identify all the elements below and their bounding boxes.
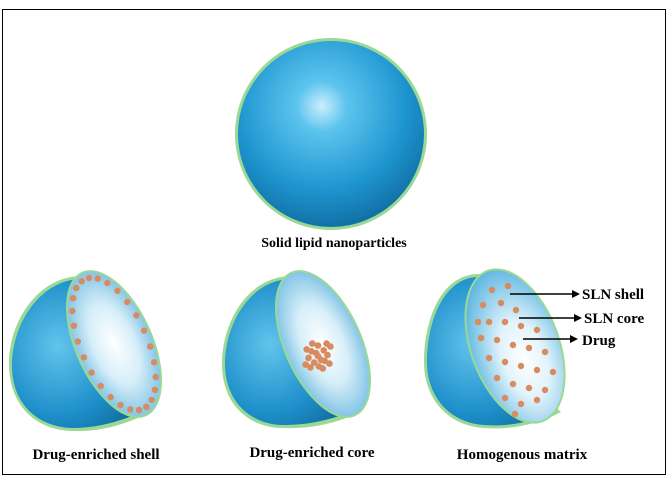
drug-enriched-core-model bbox=[222, 257, 389, 430]
drug-dot bbox=[107, 394, 113, 400]
drug-dot bbox=[88, 369, 94, 375]
sphere-body bbox=[238, 41, 424, 227]
drug-dot bbox=[534, 327, 540, 333]
drug-dot bbox=[127, 406, 133, 412]
drug-dot bbox=[324, 352, 331, 359]
drug-dot bbox=[86, 275, 92, 281]
drug-dot bbox=[95, 275, 101, 281]
drug-callout-arrowhead bbox=[570, 335, 578, 343]
drug-dot bbox=[526, 385, 532, 391]
drug-dot bbox=[505, 283, 511, 289]
homogenous-matrix-model bbox=[424, 256, 584, 436]
drug-dot bbox=[147, 343, 153, 349]
drug-dot bbox=[152, 387, 158, 393]
sln-sphere bbox=[235, 38, 427, 230]
drug-dot bbox=[81, 354, 87, 360]
drug-dot bbox=[480, 302, 486, 308]
drug-dot bbox=[494, 375, 500, 381]
drug-dot bbox=[323, 340, 330, 347]
drug-dot bbox=[498, 300, 504, 306]
core-model-label: Drug-enriched core bbox=[249, 445, 374, 461]
drug-dot bbox=[117, 402, 123, 408]
drug-dot bbox=[502, 395, 508, 401]
drug-dot bbox=[502, 359, 508, 365]
drug-dot bbox=[153, 374, 159, 380]
drug-dot bbox=[320, 365, 327, 372]
matrix-model-label: Homogenous matrix bbox=[457, 447, 588, 463]
drug-dot bbox=[136, 407, 142, 413]
drug-dot bbox=[315, 342, 322, 349]
drug-dot bbox=[534, 367, 540, 373]
drug-dot bbox=[326, 360, 333, 367]
drug-dot bbox=[478, 335, 484, 341]
drug-dot bbox=[510, 381, 516, 387]
drug-dot bbox=[313, 350, 320, 357]
drug-dot bbox=[303, 346, 310, 353]
drug-dot bbox=[318, 357, 325, 364]
drug-dot bbox=[98, 383, 104, 389]
drug-dot bbox=[475, 319, 481, 325]
drug-enriched-shell-model bbox=[9, 257, 180, 431]
drug-dot bbox=[512, 411, 518, 417]
callout-sln-shell: SLN shell bbox=[582, 287, 644, 303]
drug-dot bbox=[70, 295, 76, 301]
drug-dot bbox=[69, 308, 75, 314]
drug-dot bbox=[550, 369, 556, 375]
drug-dot bbox=[489, 287, 495, 293]
drug-dot bbox=[309, 340, 316, 347]
drug-dot bbox=[79, 278, 85, 284]
core-callout-arrowhead bbox=[574, 314, 582, 322]
callout-sln-core: SLN core bbox=[584, 311, 644, 327]
drug-dot bbox=[307, 364, 314, 371]
drug-dot bbox=[141, 327, 147, 333]
drug-dot bbox=[149, 397, 155, 403]
drug-dot bbox=[510, 342, 516, 348]
drug-dot bbox=[542, 387, 548, 393]
callout-drug: Drug bbox=[582, 333, 616, 349]
drug-dot bbox=[513, 307, 519, 313]
drug-dot bbox=[133, 312, 139, 318]
shell-callout-arrowhead bbox=[572, 290, 580, 298]
drug-dot bbox=[124, 299, 130, 305]
drug-dot bbox=[502, 319, 508, 325]
drug-dot bbox=[486, 319, 492, 325]
drug-dot bbox=[71, 323, 77, 329]
drug-dot bbox=[518, 363, 524, 369]
drug-dot bbox=[518, 401, 524, 407]
drug-dot bbox=[526, 345, 532, 351]
drug-dot bbox=[151, 359, 157, 365]
drug-dot bbox=[305, 355, 312, 362]
drug-dot bbox=[518, 323, 524, 329]
drug-dot bbox=[114, 288, 120, 294]
drug-dot bbox=[143, 404, 149, 410]
shell-model-label: Drug-enriched shell bbox=[32, 447, 159, 463]
drug-dot bbox=[73, 285, 79, 291]
drug-dot bbox=[542, 349, 548, 355]
drug-dot bbox=[486, 355, 492, 361]
sln-label: Solid lipid nanoparticles bbox=[261, 236, 407, 251]
drug-dot bbox=[494, 337, 500, 343]
drug-dot bbox=[534, 397, 540, 403]
drug-dot bbox=[75, 338, 81, 344]
drug-dot bbox=[104, 280, 110, 286]
